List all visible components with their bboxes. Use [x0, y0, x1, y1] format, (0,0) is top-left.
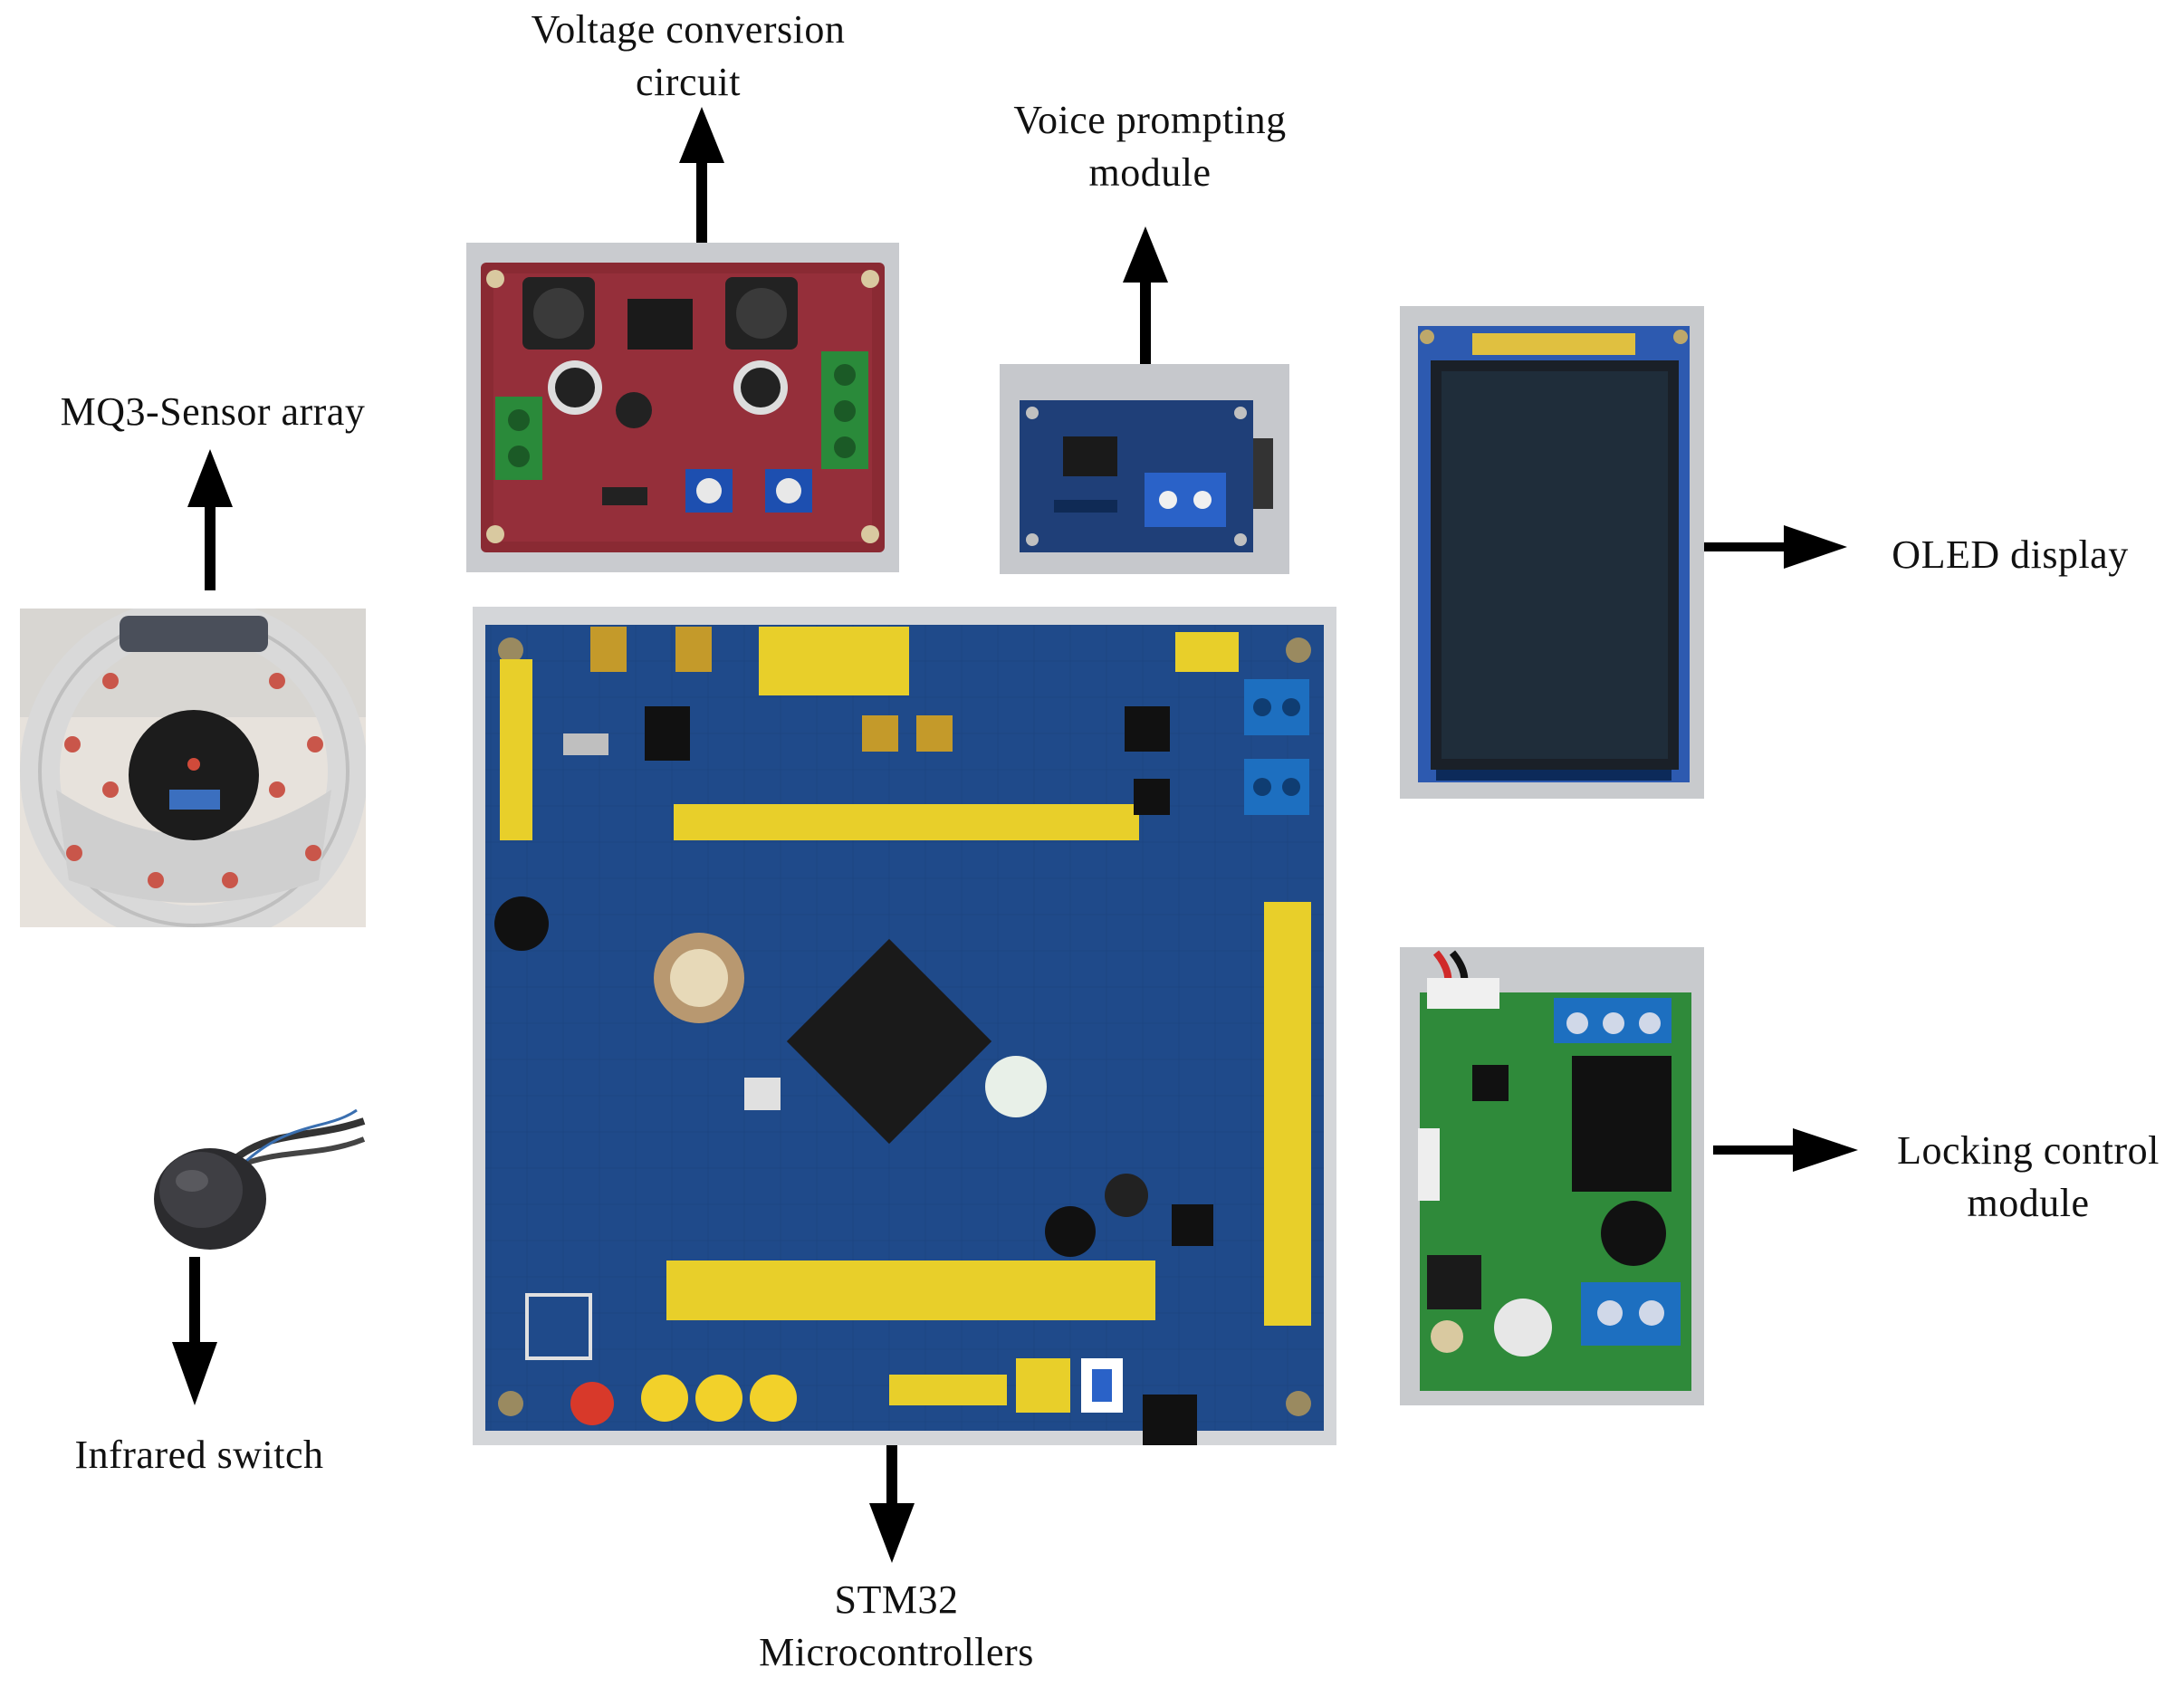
arrow-down-stm32 — [869, 1445, 915, 1563]
label-voice-line2: module — [1088, 150, 1212, 195]
arrow-up-voltage — [679, 107, 724, 243]
locking-control-photo — [1400, 947, 1704, 1405]
voltage-conversion-photo — [466, 243, 899, 572]
label-stm32-line2: Microcontrollers — [759, 1630, 1034, 1674]
voice-prompting-photo — [1000, 364, 1289, 574]
label-voice-prompting: Voice prompting module — [978, 94, 1322, 199]
mq3-sensor-array-photo — [20, 609, 366, 927]
arrow-right-locking — [1713, 1128, 1858, 1172]
label-locking-control: Locking control module — [1865, 1125, 2184, 1230]
label-mq3-line1: MQ3-Sensor array — [60, 389, 366, 434]
label-locking-line2: module — [1967, 1181, 2090, 1225]
arrow-down-infrared — [172, 1251, 217, 1405]
label-infrared-line1: Infrared switch — [74, 1433, 324, 1477]
label-oled-line1: OLED display — [1892, 532, 2129, 577]
stm32-board-photo — [473, 607, 1336, 1445]
infrared-switch-photo — [147, 1103, 373, 1257]
label-voltage-line1: Voltage conversion — [531, 7, 846, 52]
label-voice-line1: Voice prompting — [1013, 98, 1287, 142]
label-infrared-switch: Infrared switch — [36, 1429, 362, 1481]
arrow-up-mq3 — [187, 449, 233, 590]
label-voltage-line2: circuit — [636, 60, 741, 104]
oled-display-photo — [1400, 306, 1704, 799]
label-oled-display: OLED display — [1865, 529, 2155, 581]
label-stm32: STM32 Microcontrollers — [724, 1574, 1068, 1679]
label-mq3-sensor-array: MQ3-Sensor array — [18, 386, 407, 438]
label-stm32-line1: STM32 — [834, 1577, 959, 1622]
arrow-up-voice — [1123, 226, 1168, 364]
label-voltage-conversion: Voltage conversion circuit — [489, 4, 887, 109]
arrow-right-oled — [1699, 525, 1847, 569]
label-locking-line1: Locking control — [1897, 1128, 2160, 1173]
